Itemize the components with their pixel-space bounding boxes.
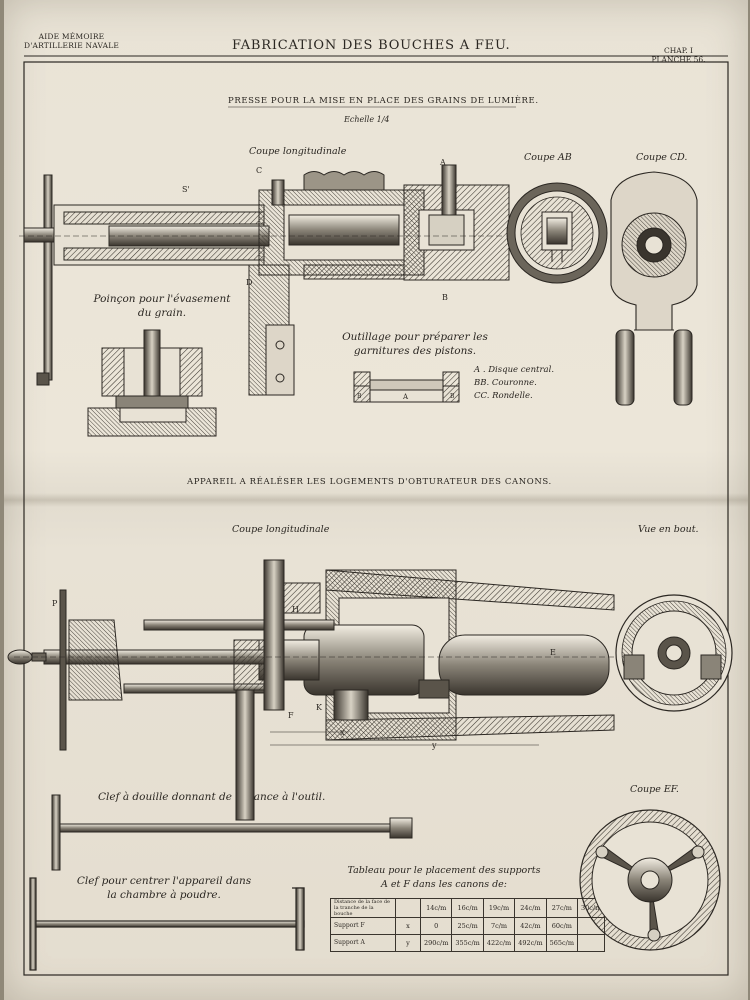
svg-text:B: B: [442, 293, 448, 302]
coupe-ab-drawing: [506, 182, 608, 284]
presse-longitudinal-section: [19, 164, 510, 396]
svg-text:E: E: [550, 648, 556, 657]
table-cell: 290c/m: [419, 934, 453, 952]
svg-text:K: K: [316, 703, 323, 712]
svg-text:y: y: [431, 741, 437, 750]
plate-sheet: AIDE MÉMOIRE D'ARTILLERIE NAVALE FABRICA…: [4, 0, 748, 1000]
outillage-line1: Outillage pour préparer les: [342, 331, 488, 343]
poincon-label: Poinçon pour l'évasement du grain.: [82, 292, 242, 320]
svg-text:A: A: [402, 393, 409, 401]
svg-text:A: A: [439, 158, 446, 167]
table-row: Support F x 0 25c/m 7c/m 42c/m 60c/m: [330, 917, 606, 935]
coupe-ef-drawing: [579, 809, 721, 951]
appareil-longitudinal-section: [7, 559, 615, 821]
poincon-line1: Poinçon pour l'évasement: [93, 293, 231, 305]
clef-centrer-drawing: [29, 877, 305, 971]
coupe-ab-label: Coupe AB: [524, 152, 572, 163]
table-cell: 565c/m: [545, 934, 579, 952]
svg-text:B: B: [450, 393, 455, 400]
coupe-cd-drawing: [610, 171, 698, 406]
lower-section-title: APPAREIL A RÉALÉSER LES LOGEMENTS D'OBTU…: [187, 477, 552, 487]
svg-text:C: C: [256, 166, 262, 175]
outillage-drawing: A B B: [353, 371, 460, 403]
vue-en-bout-label: Vue en bout.: [638, 524, 699, 535]
outillage-legend: A . Disque central. BB. Couronne. CC. Ro…: [474, 364, 554, 403]
lower-coupe-longitudinale: Coupe longitudinale: [232, 524, 330, 535]
clef-douille-drawing: [51, 794, 413, 871]
svg-text:F: F: [288, 711, 294, 720]
header-left: AIDE MÉMOIRE D'ARTILLERIE NAVALE: [24, 32, 119, 50]
svg-text:B: B: [357, 393, 362, 400]
tableau-label: Tableau pour le placement des supports A…: [344, 864, 544, 892]
vue-en-bout-drawing: [615, 594, 733, 712]
plate-frame: [23, 61, 729, 976]
upper-coupe-longitudinale: Coupe longitudinale: [249, 146, 347, 157]
svg-text:H: H: [292, 605, 299, 614]
header-right: CHAP. I PLANCHE 56.: [646, 46, 711, 64]
coupe-ef-label: Coupe EF.: [630, 784, 679, 795]
table-cell: 355c/m: [451, 934, 484, 952]
header-left-line2: D'ARTILLERIE NAVALE: [24, 41, 120, 50]
tableau-line2: A et F dans les canons de:: [380, 879, 507, 890]
supports-table: Distance de la face de la tranche de la …: [330, 898, 606, 952]
coupe-cd-label: Coupe CD.: [636, 152, 688, 163]
table-cell: [577, 934, 606, 952]
poincon-line2: du grain.: [137, 307, 187, 319]
svg-text:P: P: [52, 599, 58, 608]
clef-centrer-line2: la chambre à poudre.: [107, 889, 221, 901]
svg-text:D: D: [246, 278, 252, 287]
legend-cc: CC. Rondelle.: [474, 391, 533, 401]
page-title: FABRICATION DES BOUCHES A FEU.: [232, 38, 511, 53]
clef-douille-label: Clef à douille donnant de l'avance à l'o…: [98, 791, 326, 803]
section-markers: C A D B S': [182, 158, 448, 302]
legend-a: A . Disque central.: [474, 365, 555, 375]
table-row: Support A y 290c/m 355c/m 422c/m 492c/m …: [330, 934, 606, 952]
svg-text:x: x: [340, 728, 345, 737]
technical-drawings: C A D B S': [7, 55, 733, 976]
clef-centrer-label: Clef pour centrer l'appareil dans la cha…: [64, 874, 264, 902]
poincon-drawing: [87, 329, 217, 437]
outillage-label: Outillage pour préparer les garnitures d…: [340, 330, 490, 358]
legend-bb: BB. Couronne.: [474, 378, 537, 388]
tableau-line1: Tableau pour le placement des supports: [347, 865, 541, 876]
paper-fold: [4, 493, 748, 507]
upper-scale: Echelle 1/4: [344, 115, 390, 124]
header-right-line1: CHAP. I: [664, 46, 693, 55]
clef-centrer-line1: Clef pour centrer l'appareil dans: [76, 875, 252, 887]
header-right-line2: PLANCHE 56.: [651, 55, 706, 64]
header-left-line1: AIDE MÉMOIRE: [38, 32, 105, 41]
outillage-line2: garnitures des pistons.: [353, 345, 477, 357]
svg-text:S': S': [182, 185, 190, 194]
appareil-markers: P H E F Kx y: [52, 599, 556, 750]
upper-section-title: PRESSE POUR LA MISE EN PLACE DES GRAINS …: [228, 96, 539, 106]
table-cell: 492c/m: [514, 934, 547, 952]
